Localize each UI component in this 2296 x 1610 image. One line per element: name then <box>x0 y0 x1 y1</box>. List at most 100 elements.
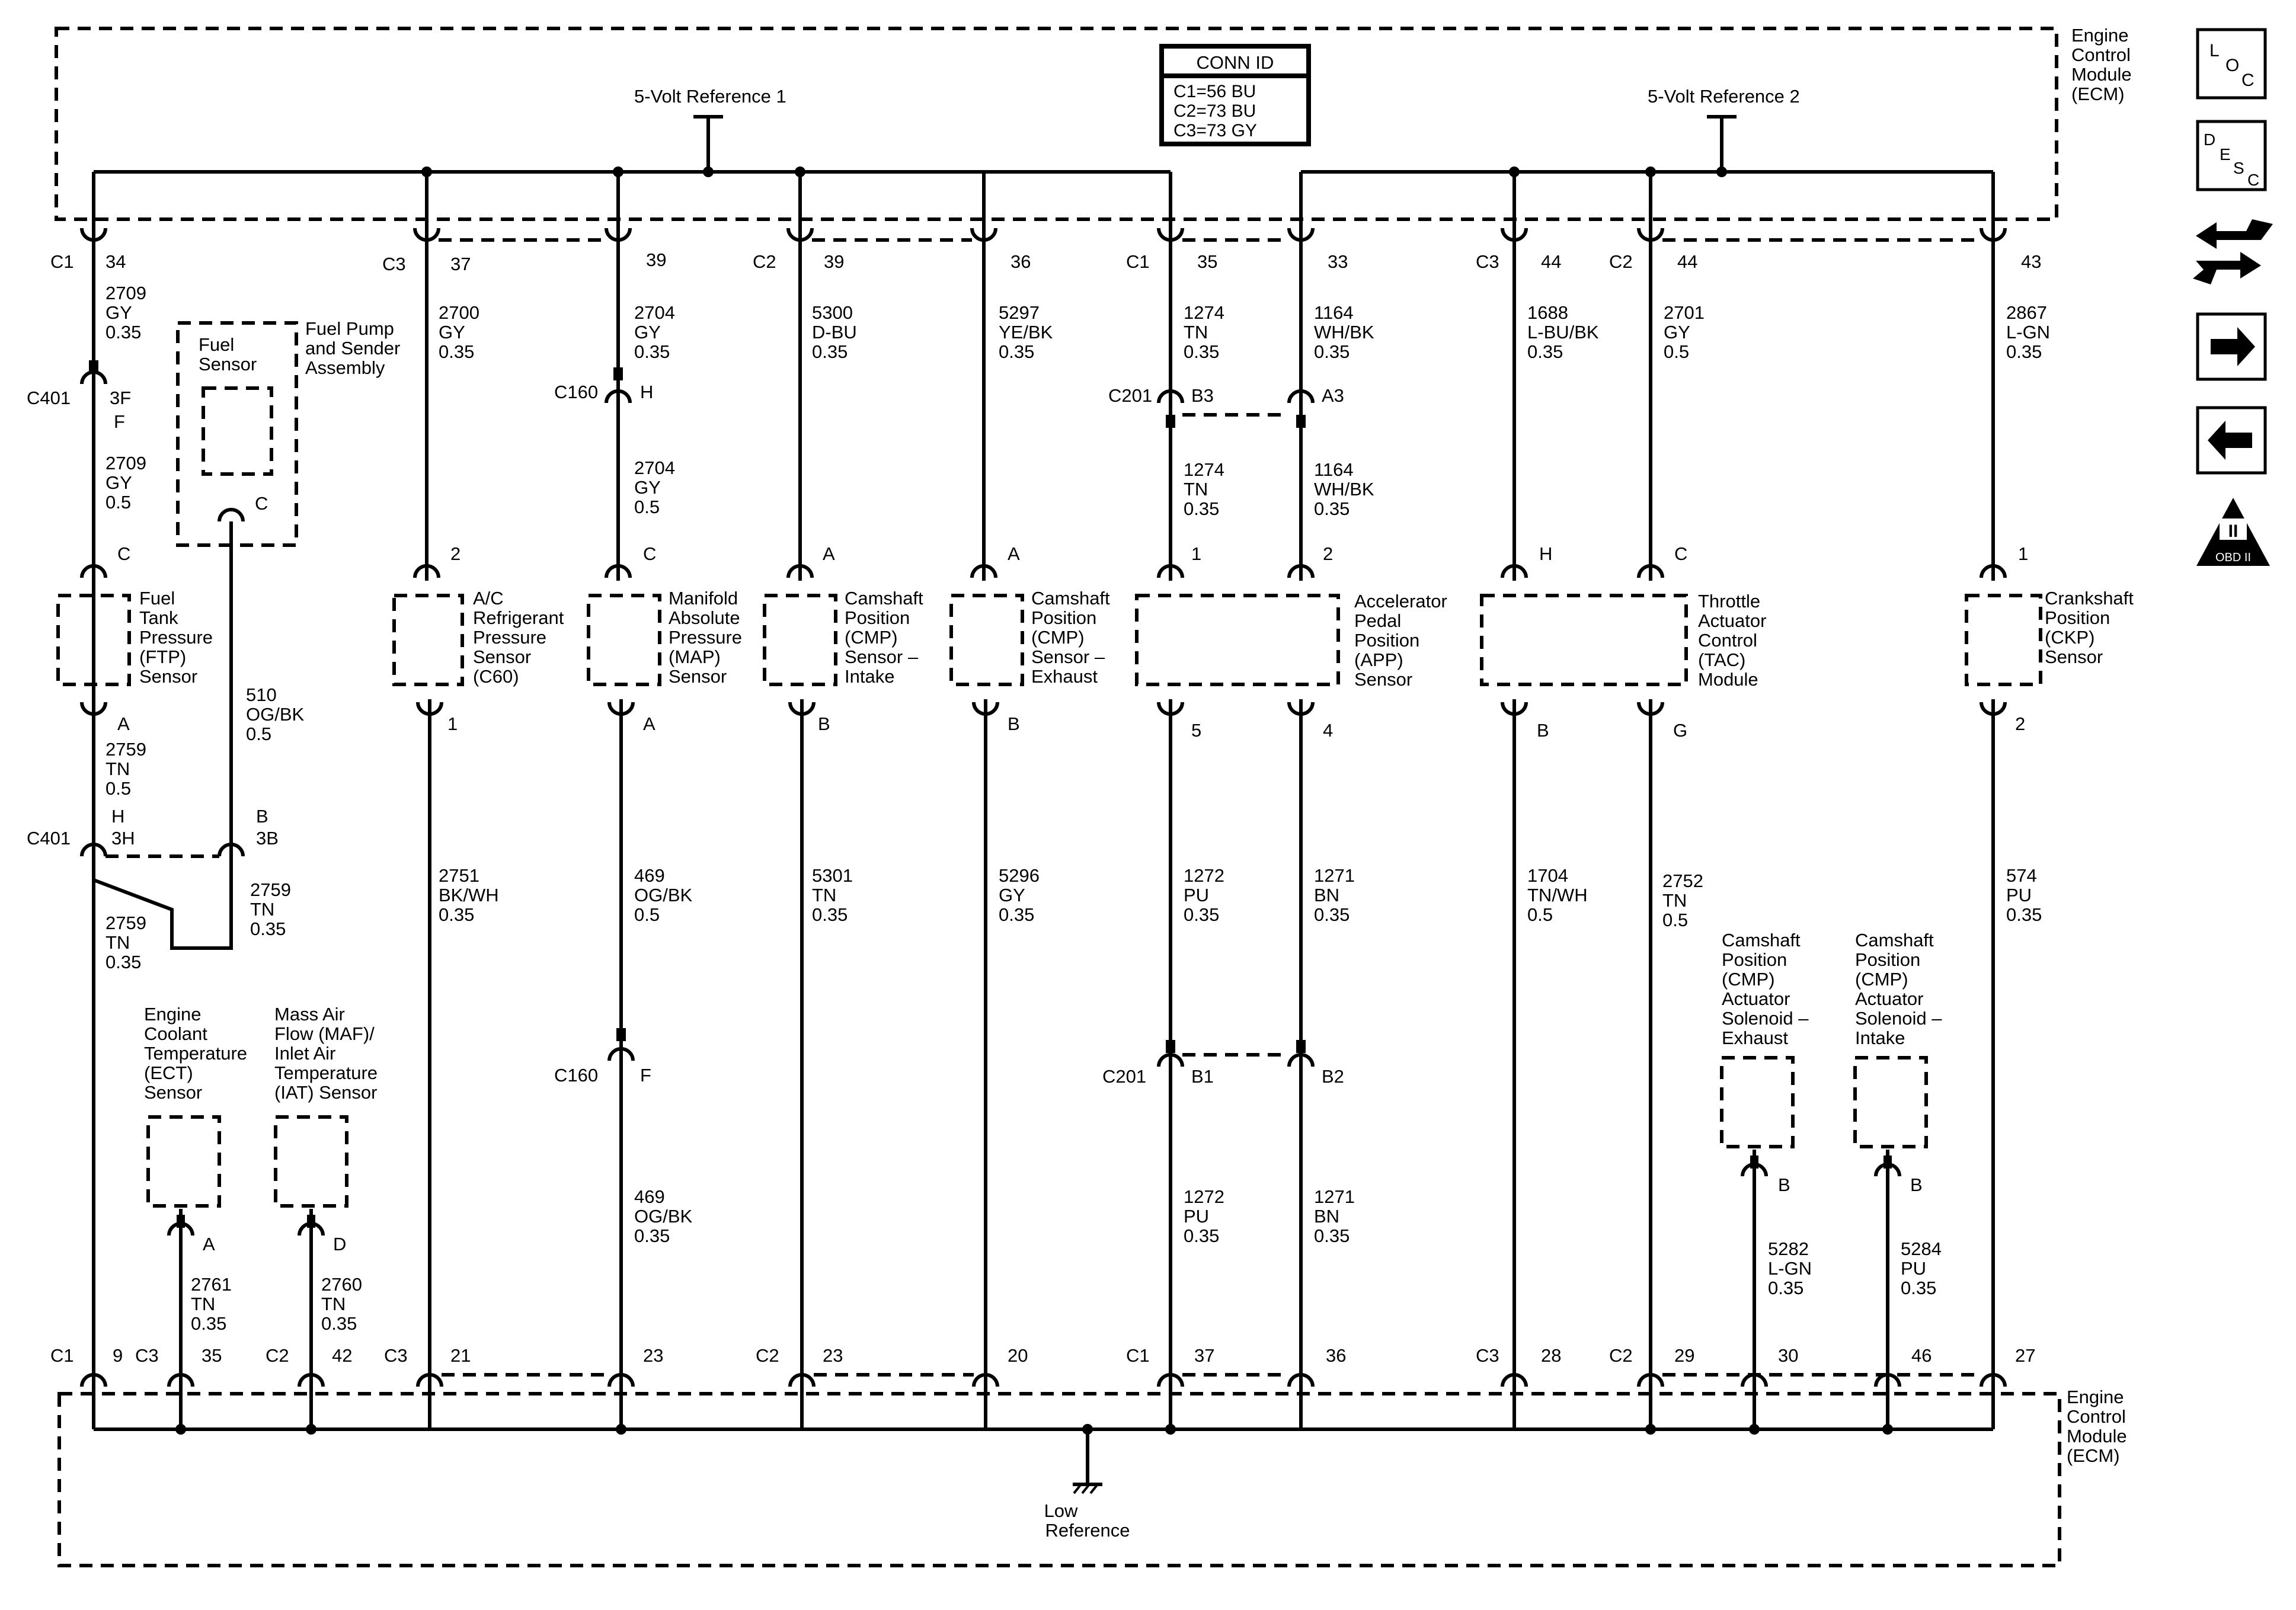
svg-text:2867: 2867 <box>2006 302 2047 323</box>
svg-text:C: C <box>1674 543 1687 564</box>
svg-text:C: C <box>255 493 268 514</box>
svg-text:B: B <box>256 806 268 827</box>
svg-text:TN/WH: TN/WH <box>1527 885 1588 905</box>
svg-text:Camshaft: Camshaft <box>845 588 923 609</box>
svg-text:0.35: 0.35 <box>1768 1278 1803 1298</box>
svg-text:Inlet Air: Inlet Air <box>274 1043 335 1064</box>
svg-text:34: 34 <box>105 251 126 272</box>
device-pin-labels: C A 2 1 C A A B A B 1 2 5 4 H C B G 1 2 … <box>117 543 2028 1254</box>
svg-text:Control: Control <box>2071 44 2131 65</box>
svg-text:C201: C201 <box>1108 385 1152 406</box>
svg-text:OG/BK: OG/BK <box>246 704 305 725</box>
svg-text:BN: BN <box>1314 1206 1339 1227</box>
svg-text:C1=56 BU: C1=56 BU <box>1173 82 1256 101</box>
svg-text:1274: 1274 <box>1184 459 1224 480</box>
svg-text:0.35: 0.35 <box>812 904 848 925</box>
svg-text:Temperature: Temperature <box>144 1043 247 1064</box>
svg-text:C1: C1 <box>1126 251 1150 272</box>
svg-text:C3: C3 <box>1476 1345 1499 1366</box>
svg-text:(CKP): (CKP) <box>2045 627 2094 648</box>
desc-icon[interactable]: D E S C <box>2196 120 2267 191</box>
low-reference-label: Low Reference <box>1044 1500 1130 1541</box>
svg-text:1688: 1688 <box>1527 302 1568 323</box>
svg-text:Sensor: Sensor <box>144 1082 202 1103</box>
svg-text:B2: B2 <box>1322 1066 1344 1087</box>
svg-text:WH/BK: WH/BK <box>1314 322 1374 343</box>
svg-text:0.35: 0.35 <box>2006 904 2042 925</box>
svg-text:Solenoid –: Solenoid – <box>1855 1008 1942 1029</box>
loc-icon[interactable]: L O C <box>2196 28 2267 100</box>
svg-text:TN: TN <box>812 885 836 905</box>
svg-text:Module: Module <box>1698 669 1758 690</box>
svg-text:C3: C3 <box>135 1345 159 1366</box>
svg-text:(FTP): (FTP) <box>139 646 186 667</box>
svg-text:0.35: 0.35 <box>439 904 474 925</box>
cmp-actuator-intake-label: Camshaft Position (CMP) Actuator Solenoi… <box>1855 930 1942 1048</box>
svg-text:0.5: 0.5 <box>1527 904 1553 925</box>
svg-text:Fuel Pump: Fuel Pump <box>305 318 394 339</box>
svg-text:0.35: 0.35 <box>1314 498 1350 519</box>
svg-text:1271: 1271 <box>1314 1186 1355 1207</box>
svg-text:B: B <box>1537 720 1549 741</box>
svg-text:GY: GY <box>634 477 661 498</box>
svg-text:C1: C1 <box>1126 1345 1150 1366</box>
svg-text:0.35: 0.35 <box>634 1225 670 1246</box>
ecm-bottom-label: Engine Control Module (ECM) <box>2067 1387 2127 1466</box>
svg-text:46: 46 <box>1911 1345 1932 1366</box>
obd-ii-icon[interactable]: II OBD II <box>2196 498 2270 566</box>
svg-text:PU: PU <box>2006 885 2032 905</box>
svg-text:BN: BN <box>1314 885 1339 905</box>
svg-text:0.35: 0.35 <box>1184 904 1219 925</box>
svg-text:Actuator: Actuator <box>1722 988 1790 1009</box>
svg-text:Sensor: Sensor <box>2045 646 2103 667</box>
svg-text:1: 1 <box>2018 543 2028 564</box>
svg-text:1272: 1272 <box>1184 865 1224 886</box>
svg-text:Engine: Engine <box>2067 1387 2124 1407</box>
svg-text:C: C <box>643 543 656 564</box>
svg-text:B: B <box>1008 713 1020 734</box>
svg-text:0.5: 0.5 <box>105 492 131 513</box>
svg-text:Engine: Engine <box>2071 25 2129 46</box>
back-arrow-icon[interactable] <box>2196 406 2267 475</box>
svg-text:(ECM): (ECM) <box>2071 84 2125 104</box>
component-labels: Fuel Sensor Fuel Pump and Sender Assembl… <box>139 318 2134 1103</box>
svg-text:Position: Position <box>1722 949 1787 970</box>
svg-text:C2: C2 <box>1609 251 1633 272</box>
svg-text:1704: 1704 <box>1527 865 1568 886</box>
svg-text:2701: 2701 <box>1664 302 1705 323</box>
ecm-bottom-box <box>57 1392 2061 1567</box>
svg-text:2709: 2709 <box>105 283 146 303</box>
svg-text:L-GN: L-GN <box>1768 1258 1812 1279</box>
svg-text:C201: C201 <box>1102 1066 1146 1087</box>
svg-text:Sensor: Sensor <box>199 354 257 375</box>
wrench-arrows-icon[interactable] <box>2193 219 2273 284</box>
svg-text:1272: 1272 <box>1184 1186 1224 1207</box>
svg-text:1: 1 <box>447 713 458 734</box>
svg-text:(APP): (APP) <box>1354 649 1403 670</box>
cmp-intake-label: Camshaft Position (CMP) Sensor – Intake <box>845 588 923 687</box>
svg-text:A: A <box>823 543 835 564</box>
vref1-label: 5-Volt Reference 1 <box>634 86 786 107</box>
svg-text:A: A <box>1008 543 1020 564</box>
svg-text:2761: 2761 <box>191 1274 232 1295</box>
svg-text:BK/WH: BK/WH <box>439 885 499 905</box>
svg-text:A: A <box>203 1234 215 1254</box>
svg-text:GY: GY <box>105 302 132 323</box>
svg-text:(CMP): (CMP) <box>1031 627 1085 648</box>
forward-arrow-icon[interactable] <box>2196 312 2267 381</box>
svg-text:2751: 2751 <box>439 865 479 886</box>
svg-text:L-BU/BK: L-BU/BK <box>1527 322 1599 343</box>
conn-id-box: CONN ID C1=56 BU C2=73 BU C3=73 GY <box>1159 44 1311 146</box>
svg-text:Sensor –: Sensor – <box>1031 646 1105 667</box>
